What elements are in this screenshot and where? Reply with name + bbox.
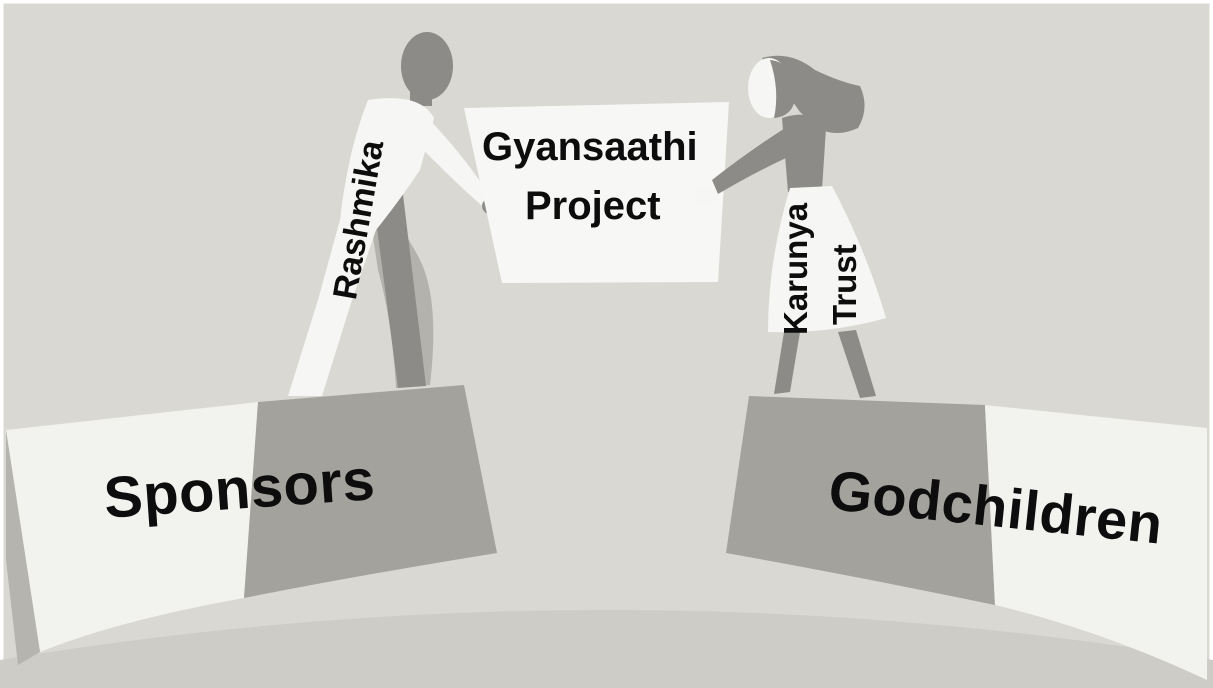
sponsors-block-edge bbox=[6, 430, 40, 665]
man-arm bbox=[410, 110, 490, 206]
man-head bbox=[401, 32, 453, 100]
godchildren-block-light bbox=[985, 405, 1207, 680]
sponsors-block-light bbox=[6, 402, 258, 652]
godchildren-block-dark bbox=[726, 396, 995, 605]
woman-hand bbox=[694, 187, 718, 205]
project-board bbox=[464, 102, 729, 283]
ground-arc bbox=[0, 610, 1213, 688]
woman-leg-right bbox=[838, 330, 876, 398]
woman-skirt bbox=[768, 186, 886, 333]
person-right-label-line2: Trust bbox=[826, 244, 863, 325]
woman-head-shade bbox=[770, 60, 796, 118]
project-title-line1: Gyansaathi bbox=[482, 125, 698, 169]
woman-arm bbox=[712, 125, 804, 194]
woman-standing-icon bbox=[694, 55, 886, 398]
project-title-line2: Project bbox=[525, 184, 661, 228]
person-right-label-line1: Karunya bbox=[777, 202, 814, 335]
sponsors-block-dark bbox=[244, 385, 497, 598]
man-back-leg bbox=[372, 186, 426, 388]
man-neck bbox=[410, 88, 432, 106]
man-body bbox=[288, 98, 434, 396]
woman-leg-left bbox=[774, 332, 800, 394]
